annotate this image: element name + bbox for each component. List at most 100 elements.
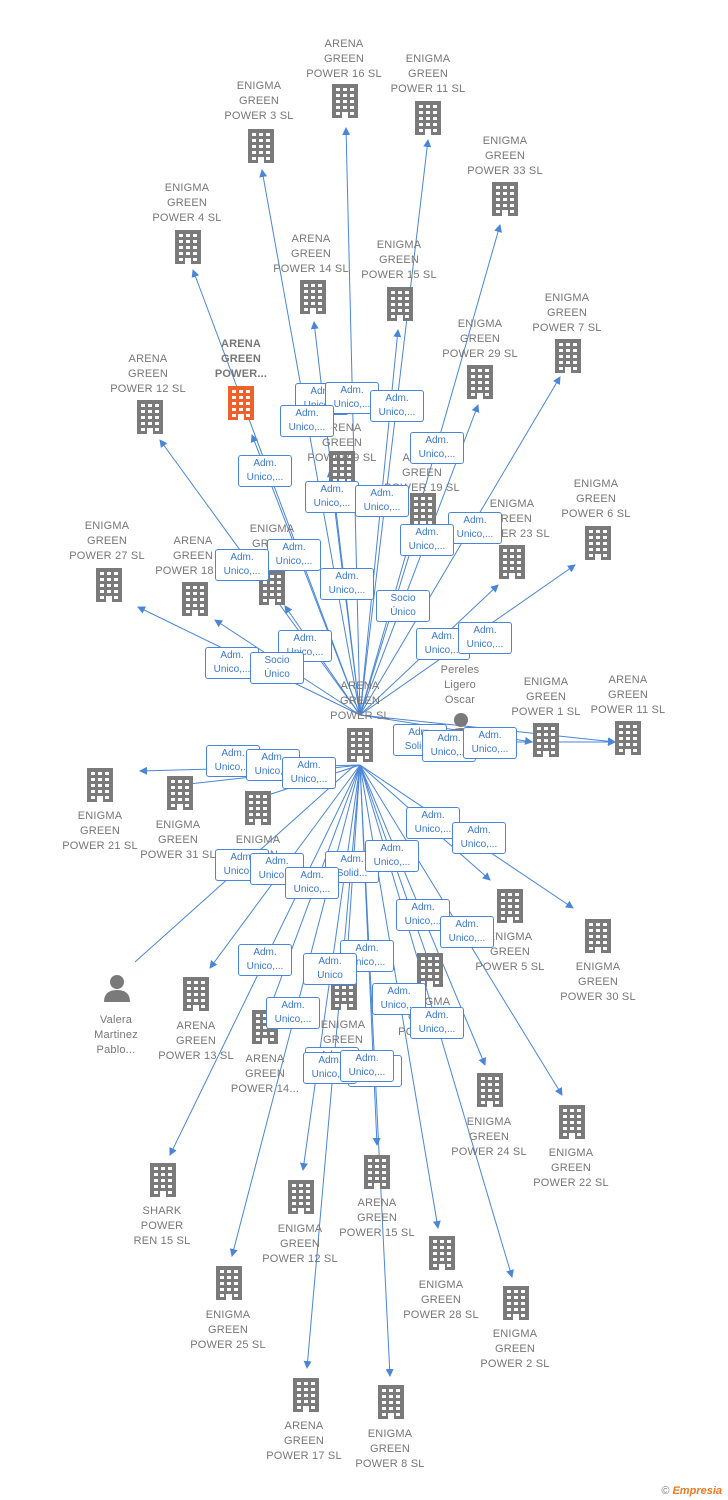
building-icon[interactable]: [467, 365, 493, 399]
company-node-label[interactable]: ARENA GREEN POWER 14...: [230, 1053, 300, 1095]
building-icon[interactable]: [429, 1236, 455, 1270]
building-icon[interactable]: [329, 451, 355, 485]
relation-badge[interactable]: Adm. Unico,...: [215, 549, 269, 581]
company-node-label[interactable]: ENIGMA GREEN POWER 11 SL: [390, 53, 466, 95]
company-node-label[interactable]: ENIGMA GREEN POWER 6 SL: [561, 478, 631, 520]
relation-badge[interactable]: Adm. Unico,...: [458, 622, 512, 654]
relation-badge[interactable]: Adm. Unico,...: [282, 757, 336, 789]
relation-badge[interactable]: Adm. Unico,...: [267, 539, 321, 571]
building-icon[interactable]: [503, 1286, 529, 1320]
building-icon[interactable]: [378, 1385, 404, 1419]
person-node-label[interactable]: Valera Martinez Pablo...: [94, 1014, 138, 1056]
building-icon[interactable]: [175, 230, 201, 264]
company-node-label[interactable]: ENIGMA GREEN POWER 27 SL: [69, 520, 145, 562]
company-node-label[interactable]: ENIGMA GREEN POWER 22 SL: [533, 1147, 609, 1189]
relation-badge[interactable]: Adm. Unico,...: [285, 867, 339, 899]
person-icon[interactable]: [104, 975, 130, 1002]
building-icon[interactable]: [585, 526, 611, 560]
relation-badge[interactable]: Adm. Unico: [303, 953, 357, 985]
relation-badge[interactable]: Adm. Unico,...: [406, 807, 460, 839]
company-node-label[interactable]: ENIGMA GREEN POWER 31 SL: [140, 819, 216, 861]
company-node-label[interactable]: ENIGMA GREEN POWER 24 SL: [451, 1116, 527, 1158]
relation-badge[interactable]: Socio Único: [376, 590, 430, 622]
relation-badge[interactable]: Adm. Unico,...: [370, 390, 424, 422]
company-node-label[interactable]: ARENA GREEN POWER 16 SL: [306, 38, 382, 80]
company-node-label[interactable]: ENIGMA GREEN POWER 25 SL: [190, 1309, 266, 1351]
company-node-label[interactable]: ENIGMA GREEN POWER 30 SL: [560, 961, 636, 1003]
company-node-label[interactable]: ARENA GREEN POWER 17 SL: [266, 1420, 342, 1462]
company-node-label[interactable]: ENIGMA GREEN POWER 2 SL: [480, 1328, 550, 1370]
building-icon[interactable]: [417, 953, 443, 987]
company-node-label[interactable]: ENIGMA GREEN POWER 29 SL: [442, 318, 518, 360]
relation-badge[interactable]: Adm. Unico,...: [440, 916, 494, 948]
relation-badge[interactable]: Adm. Unico,...: [410, 432, 464, 464]
building-icon[interactable]: [415, 101, 441, 135]
building-icon[interactable]: [248, 129, 274, 163]
building-icon[interactable]: [96, 568, 122, 602]
center-building-icon[interactable]: [347, 728, 373, 762]
building-icon[interactable]: [615, 721, 641, 755]
building-icon[interactable]: [183, 977, 209, 1011]
building-icon[interactable]: [167, 776, 193, 810]
building-icon[interactable]: [387, 287, 413, 321]
building-icon[interactable]: [555, 339, 581, 373]
relation-badge[interactable]: Adm. Unico,...: [238, 455, 292, 487]
relation-badge[interactable]: Adm. Unico,...: [238, 944, 292, 976]
relation-badge[interactable]: Adm. Unico,...: [365, 840, 419, 872]
company-node-label[interactable]: ARENA GREEN POWER 13 SL: [158, 1020, 234, 1062]
relation-badge[interactable]: Socio Único: [250, 652, 304, 684]
building-icon[interactable]: [87, 768, 113, 802]
company-node-label[interactable]: ENIGMA GREEN POWER 4 SL: [152, 182, 222, 224]
relation-badge[interactable]: Adm. Unico,...: [452, 822, 506, 854]
relation-badge[interactable]: Adm. Unico,...: [448, 512, 502, 544]
building-icon[interactable]: [137, 400, 163, 434]
relation-badge[interactable]: Adm. Unico,...: [340, 1050, 394, 1082]
person-node-label[interactable]: Pereles Ligero Oscar: [440, 664, 480, 706]
building-icon[interactable]: [300, 280, 326, 314]
building-icon[interactable]: [585, 919, 611, 953]
company-node-label[interactable]: ARENA GREEN POWER 12 SL: [110, 353, 186, 395]
relation-badge[interactable]: Adm. Unico,...: [355, 485, 409, 517]
company-node-label[interactable]: ENIGMA GREEN POWER 8 SL: [355, 1428, 425, 1470]
building-icon[interactable]: [559, 1105, 585, 1139]
building-icon[interactable]: [150, 1163, 176, 1197]
building-icon[interactable]: [364, 1155, 390, 1189]
relation-badge[interactable]: Adm. Unico,...: [410, 1007, 464, 1039]
building-icon[interactable]: [499, 545, 525, 579]
company-node-label[interactable]: ENIGMA GREEN POWER 15 SL: [361, 239, 437, 281]
relation-badge[interactable]: Adm. Unico,...: [320, 568, 374, 600]
company-node-label[interactable]: ENIGMA GREEN POWER 3 SL: [224, 80, 294, 122]
building-icon[interactable]: [533, 723, 559, 757]
building-icon[interactable]: [216, 1266, 242, 1300]
relation-badge[interactable]: Adm. Unico,...: [463, 727, 517, 759]
building-icon[interactable]: [288, 1180, 314, 1214]
company-node-label[interactable]: ENIGMA GREEN POWER 12 SL: [262, 1223, 338, 1265]
building-icon[interactable]: [492, 182, 518, 216]
company-node-label[interactable]: ENIGMA GREEN POWER 7 SL: [532, 292, 602, 334]
company-node-label[interactable]: ENIGMA GREEN POWER 28 SL: [403, 1279, 479, 1321]
company-node-label[interactable]: ARENA GREEN POWER...: [214, 338, 268, 380]
relation-badge[interactable]: Adm. Unico,...: [280, 405, 334, 437]
building-icon[interactable]: [477, 1073, 503, 1107]
company-node-label[interactable]: ENIGMA GREEN POWER 5 SL: [475, 931, 545, 973]
company-node-label[interactable]: ARENA GREEN POWER 15 SL: [339, 1197, 415, 1239]
building-icon[interactable]: [497, 889, 523, 923]
relation-badge[interactable]: Adm. Unico,...: [305, 481, 359, 513]
building-icon[interactable]: [293, 1378, 319, 1412]
building-icon[interactable]: [228, 386, 254, 420]
relation-badge[interactable]: Adm. Unico,...: [400, 524, 454, 556]
company-node-label[interactable]: ENIGMA GREEN POWER 21 SL: [62, 810, 138, 852]
company-node-label[interactable]: SHARK POWER REN 15 SL: [133, 1205, 191, 1247]
company-node-label[interactable]: ENIGMA GREEN POWER 1 SL: [511, 676, 581, 718]
relation-badge[interactable]: Adm. Unico,...: [266, 997, 320, 1029]
credit[interactable]: © Empresia: [661, 1485, 722, 1497]
relation-badge[interactable]: Adm. Unico,...: [372, 983, 426, 1015]
building-icon[interactable]: [182, 582, 208, 616]
building-icon[interactable]: [332, 84, 358, 118]
company-node-label[interactable]: ENIGMA GREEN POWER 33 SL: [467, 135, 543, 177]
company-node-label[interactable]: ARENA GREEN POWER 14 SL: [273, 233, 349, 275]
building-icon[interactable]: [245, 791, 271, 825]
center-node-label[interactable]: ARENA GREEN POWER SL: [330, 680, 390, 722]
building-icon[interactable]: [410, 493, 436, 527]
company-node-label[interactable]: ARENA GREEN POWER 11 SL: [590, 674, 666, 716]
